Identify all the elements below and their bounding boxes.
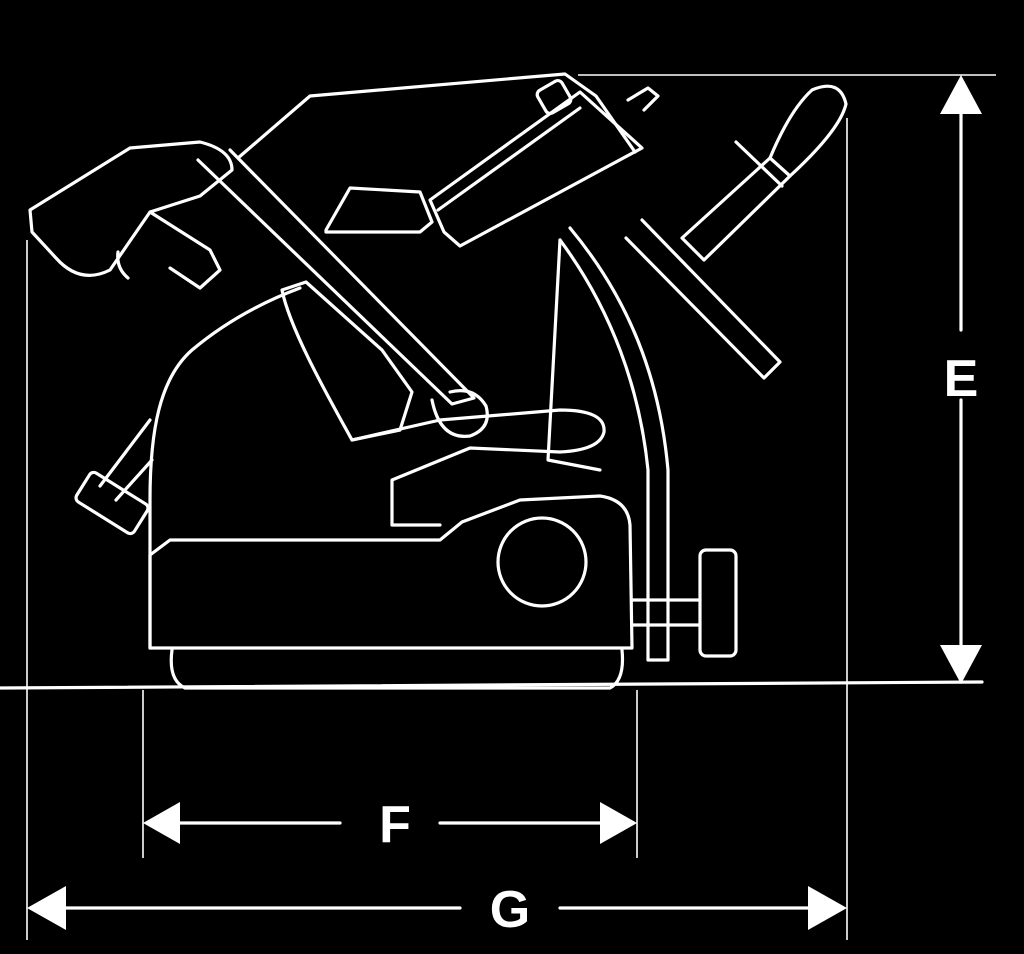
- f-arrow-left: [143, 802, 180, 844]
- f-arrow-right: [600, 802, 637, 844]
- ground-line: [0, 680, 984, 690]
- g-arrow-left: [27, 886, 66, 930]
- thickness-knob: [698, 548, 738, 658]
- lock-knob: [98, 418, 154, 502]
- base-foot: [169, 648, 625, 690]
- main-body: [148, 286, 302, 650]
- meat-slicer-side-outline-icon: [28, 72, 848, 690]
- support-rod: [624, 218, 782, 380]
- g-arrow-right: [808, 886, 847, 930]
- e-arrow-top: [940, 75, 982, 114]
- g-dimension-label: G: [490, 881, 530, 939]
- f-dimension-label: F: [379, 796, 411, 854]
- blade-guard: [558, 226, 670, 662]
- e-arrow-bottom: [940, 645, 982, 684]
- carriage-tray: [280, 280, 414, 442]
- carriage-arm: [196, 148, 476, 406]
- base-band: [148, 494, 634, 650]
- dimension-lines: [0, 74, 996, 940]
- motor-housing: [236, 72, 637, 160]
- e-dimension-label: E: [944, 350, 979, 408]
- carriage-handle: [680, 156, 792, 262]
- sharpener-knob: [496, 516, 588, 608]
